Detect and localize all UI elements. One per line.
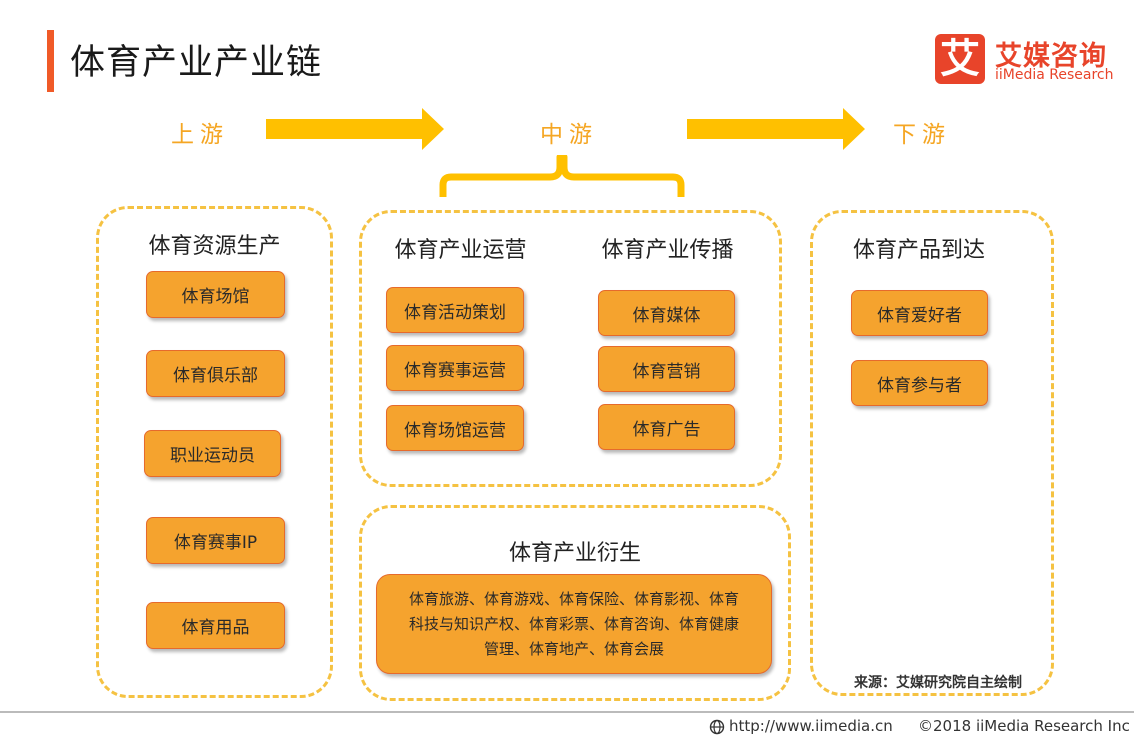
derivative-line: 体育旅游、体育游戏、体育保险、体育影视、体育 xyxy=(408,590,739,608)
derivative-title: 体育产业衍生 xyxy=(508,541,641,566)
page-title: 体育产业产业链 xyxy=(70,43,323,83)
downstream-region xyxy=(810,210,1054,696)
midstream-core-region xyxy=(359,210,782,487)
upstream-item-event-ip: 体育赛事IP xyxy=(146,517,285,564)
derivative-list: 体育旅游、体育游戏、体育保险、体育影视、体育 科技与知识产权、体育彩票、体育咨询… xyxy=(376,574,772,674)
arrow-right-icon xyxy=(687,108,865,150)
midstream-bracket xyxy=(439,155,685,197)
logo-text-cn: 艾媒咨询 xyxy=(995,41,1107,72)
logo-text-en: iiMedia Research xyxy=(995,67,1114,83)
broadcast-item-marketing: 体育营销 xyxy=(598,346,735,392)
source-note: 来源：艾媒研究院自主绘制 xyxy=(854,675,1022,691)
downstream-title: 体育产品到达 xyxy=(852,238,985,263)
operation-title: 体育产业运营 xyxy=(394,238,527,263)
stage-downstream: 下游 xyxy=(893,122,951,148)
downstream-item-participants: 体育参与者 xyxy=(851,360,988,406)
logo-mark: 艾 xyxy=(935,34,985,84)
title-accent-bar xyxy=(47,30,54,92)
operation-item-planning: 体育活动策划 xyxy=(386,287,524,333)
operation-item-venue: 体育场馆运营 xyxy=(386,405,524,451)
derivative-region xyxy=(359,505,791,701)
arrow-right-icon xyxy=(266,108,444,150)
operation-item-event: 体育赛事运营 xyxy=(386,345,524,391)
derivative-line: 科技与知识产权、体育彩票、体育咨询、体育健康 xyxy=(408,615,739,633)
derivative-line: 管理、体育地产、体育会展 xyxy=(483,640,664,658)
stage-upstream: 上游 xyxy=(171,122,229,148)
upstream-item-goods: 体育用品 xyxy=(146,602,285,649)
upstream-title: 体育资源生产 xyxy=(148,234,281,259)
upstream-item-club: 体育俱乐部 xyxy=(146,350,285,397)
upstream-region xyxy=(96,206,333,698)
globe-icon xyxy=(709,719,725,735)
broadcast-item-media: 体育媒体 xyxy=(598,290,735,336)
downstream-item-fans: 体育爱好者 xyxy=(851,290,988,336)
upstream-item-stadium: 体育场馆 xyxy=(146,271,285,318)
broadcast-title: 体育产业传播 xyxy=(601,238,734,263)
footer-url[interactable]: http://www.iimedia.cn xyxy=(729,717,893,735)
upstream-item-athlete: 职业运动员 xyxy=(144,430,281,477)
footer-copyright: ©2018 iiMedia Research Inc xyxy=(918,717,1130,735)
broadcast-item-advertising: 体育广告 xyxy=(598,404,735,450)
footer-divider xyxy=(0,711,1134,713)
stage-midstream: 中游 xyxy=(540,122,598,148)
